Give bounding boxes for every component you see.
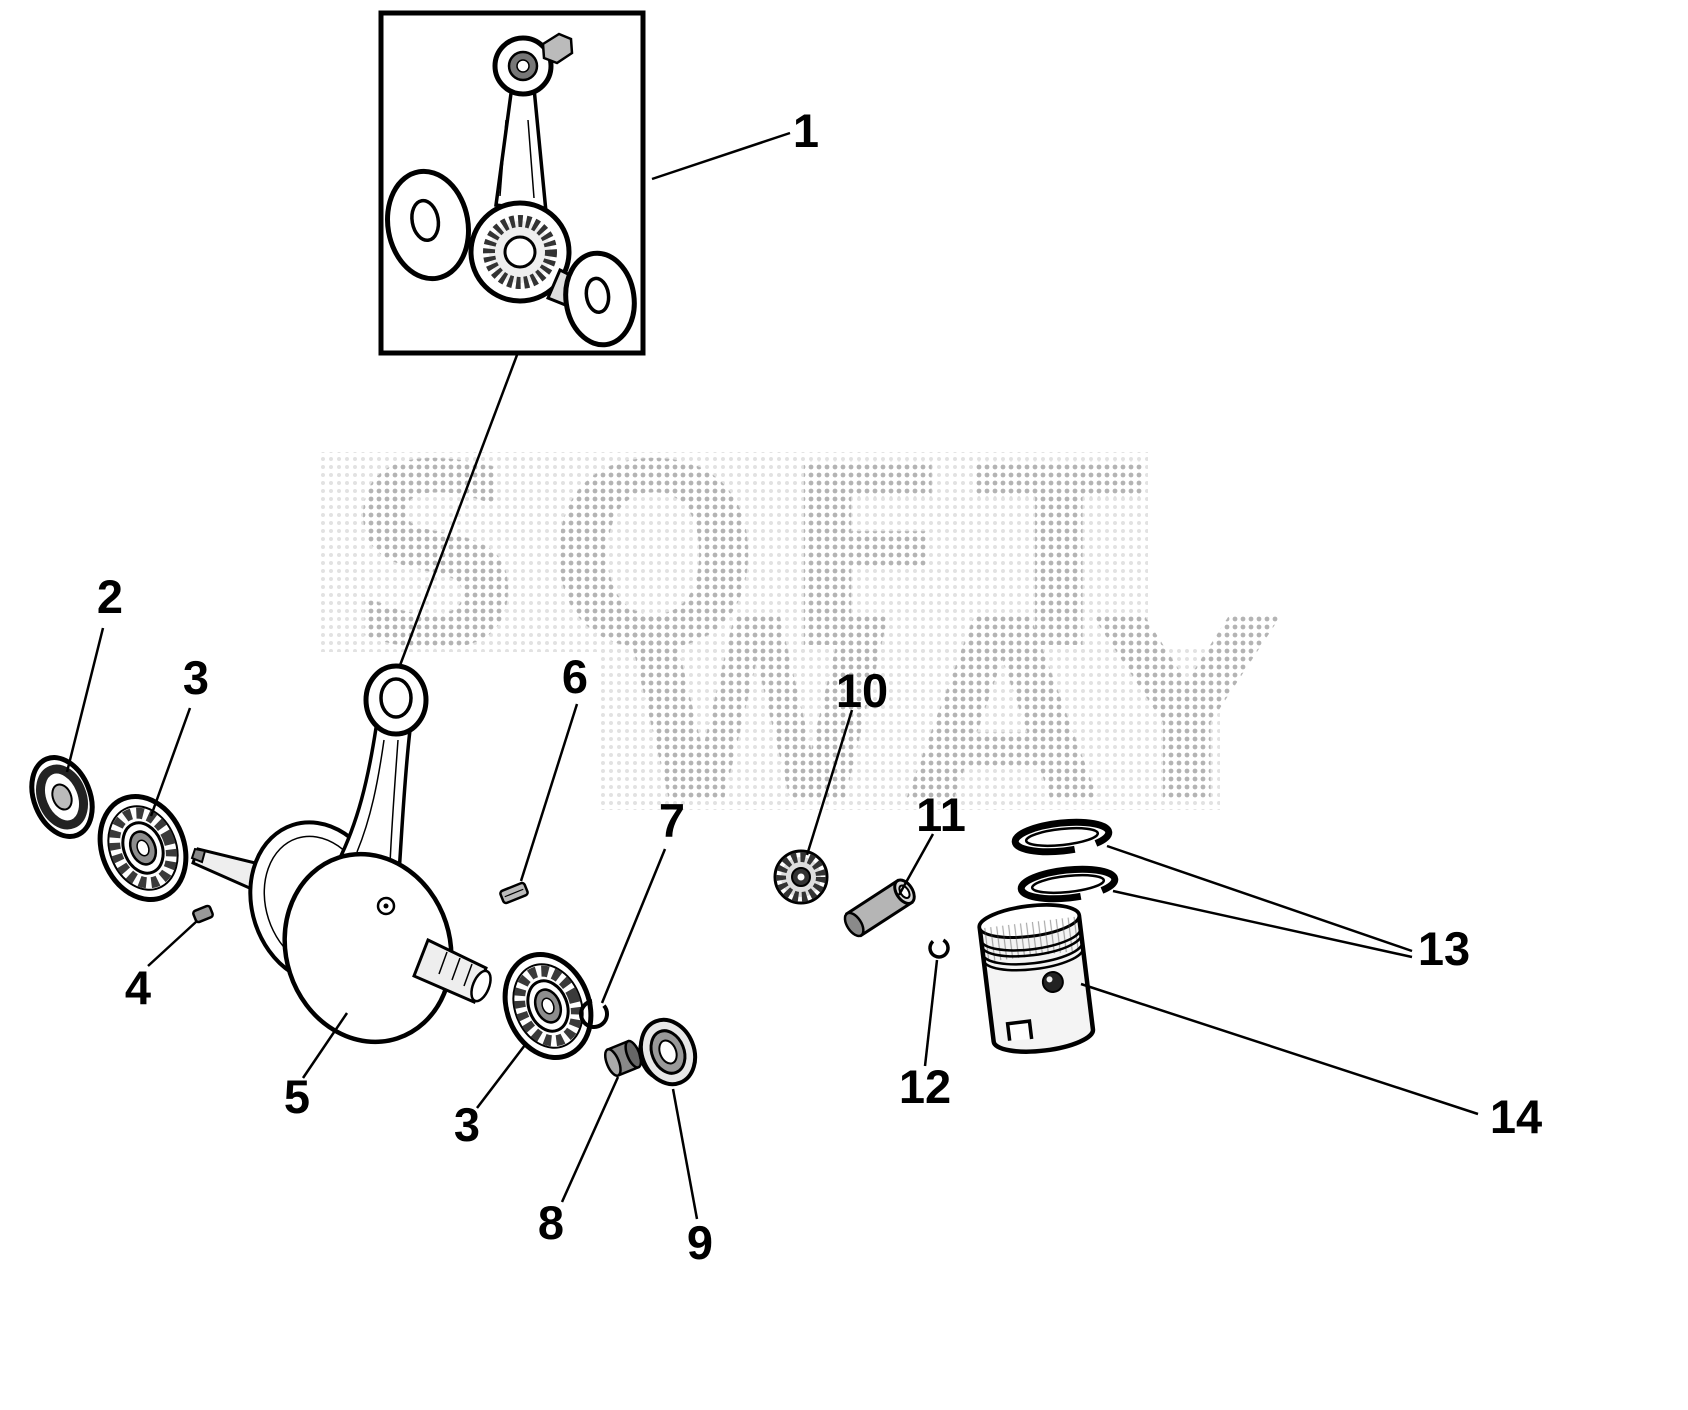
callout-14: 14: [1490, 1090, 1542, 1143]
callout-3-right: 3: [454, 1098, 480, 1151]
leader-line-3-left: [149, 707, 192, 817]
inset-detail-box: [378, 10, 646, 356]
part-14-piston: [977, 903, 1096, 1054]
part-2-seal-ring: [29, 755, 95, 839]
part-8-spacer: [603, 1039, 643, 1078]
leader-line-11: [897, 833, 935, 896]
inset-connecting-rod: [468, 32, 594, 312]
callout-11: 11: [916, 788, 966, 841]
callout-12: 12: [899, 1060, 951, 1113]
piston-ring-lower: [1017, 865, 1119, 903]
leader-line-8: [560, 1076, 620, 1203]
part-3-bearing-right: [502, 952, 594, 1060]
inset-washer-left: [385, 168, 471, 282]
leader-line-4: [147, 920, 198, 967]
watermark-halftone-block-1: [318, 452, 1148, 652]
leader-line-14: [1080, 982, 1479, 1116]
part-9-seal-bush: [638, 1017, 698, 1087]
callout-1: 1: [793, 104, 819, 157]
leader-line-9: [671, 1088, 699, 1220]
inset-nut: [541, 32, 574, 65]
callout-5: 5: [284, 1070, 310, 1123]
part-6-key: [499, 881, 529, 905]
callout-8: 8: [538, 1196, 564, 1249]
callout-6: 6: [562, 650, 588, 703]
leader-line-7: [600, 848, 667, 1004]
part-11-piston-pin: [843, 878, 916, 938]
leader-line-6: [519, 703, 579, 882]
crank-left-shaft-tip: [190, 847, 207, 864]
crank-web-front: [282, 851, 454, 1045]
part-5-crankshaft: [190, 663, 492, 1045]
leader-line-13b: [1112, 889, 1413, 959]
part-13-piston-rings: [1011, 818, 1119, 903]
part-3-bearing-left: [97, 794, 189, 902]
leader-line-12: [923, 959, 939, 1067]
leader-line-5: [301, 1012, 349, 1079]
callout-13: 13: [1418, 922, 1470, 975]
leader-line-2: [65, 627, 105, 773]
callout-9: 9: [687, 1216, 713, 1269]
inset-washer-right: [563, 250, 637, 348]
callout-2: 2: [97, 570, 123, 623]
part-4-key: [192, 904, 214, 924]
callout-3-left: 3: [183, 651, 209, 704]
callout-10: 10: [836, 664, 888, 717]
inset-link-line: [397, 354, 519, 669]
piston-skirt-notch: [1005, 1019, 1034, 1041]
piston-ring-upper: [1011, 818, 1113, 856]
leader-line-13a: [1106, 844, 1413, 953]
part-12-circlip: [928, 937, 950, 959]
watermark-line2: WAY: [618, 567, 1298, 860]
part-10-pinion: [773, 849, 829, 905]
leader-line-3-right: [476, 1044, 526, 1109]
callout-7: 7: [659, 794, 685, 847]
callout-4: 4: [125, 961, 151, 1014]
leader-line-1: [651, 131, 791, 181]
leader-line-10: [805, 709, 854, 856]
crank-right-shaft: [412, 937, 488, 1005]
watermark-halftone-block-2: [600, 648, 1220, 810]
watermark: SOFT WAY: [318, 412, 1298, 860]
